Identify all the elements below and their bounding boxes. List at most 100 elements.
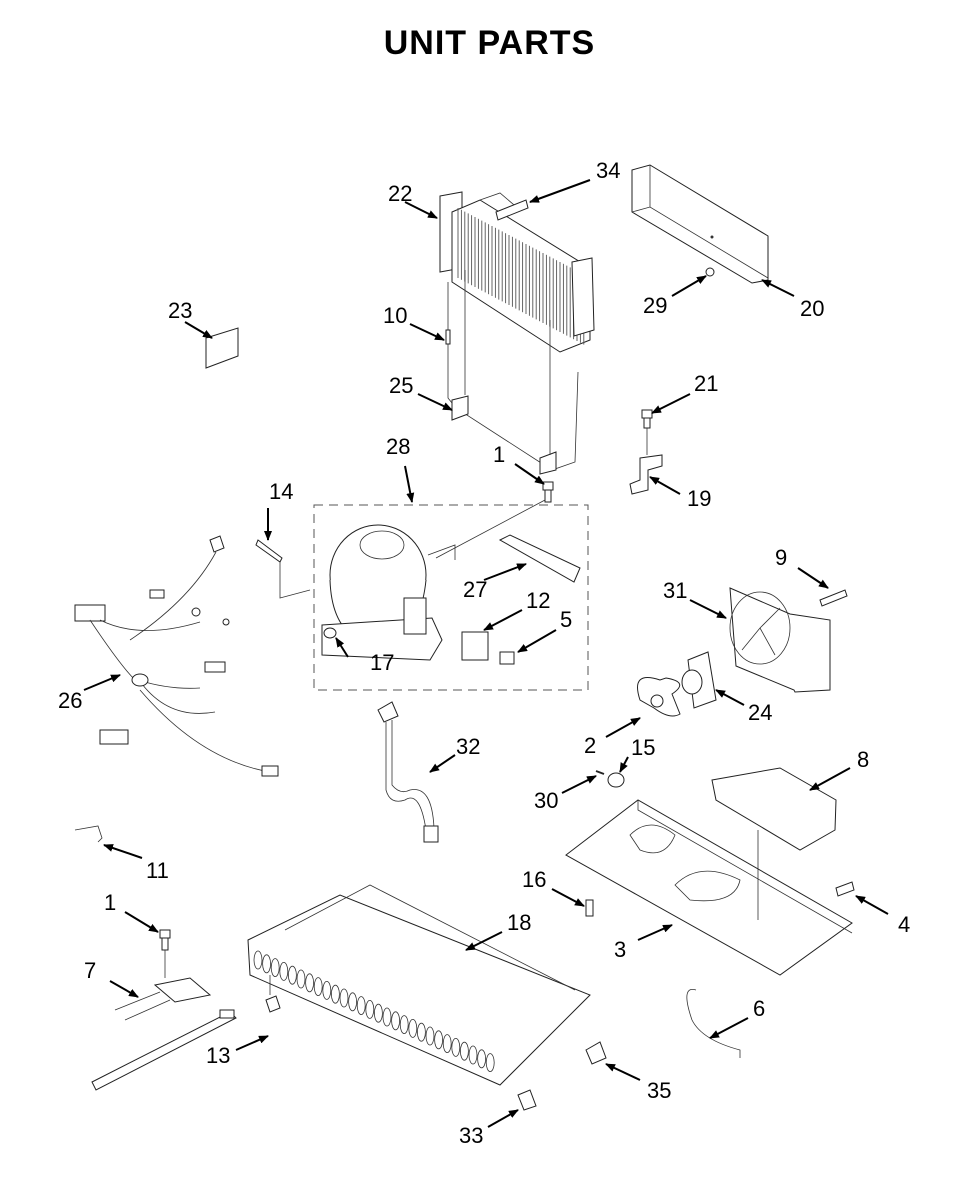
screw-part [542, 481, 554, 503]
callout-number: 15 [631, 735, 655, 760]
callout-22: 22 [388, 181, 438, 219]
callout-arrow [429, 754, 456, 773]
fan-blade-part [637, 677, 681, 717]
clamp-part [629, 409, 663, 495]
callout-arrow [761, 279, 795, 297]
callout-15: 15 [619, 735, 655, 773]
callout-13: 13 [206, 1035, 269, 1068]
callout-arrow [235, 1035, 269, 1051]
tube-part [447, 282, 579, 471]
grommet-part [607, 772, 625, 788]
callout-arrow [103, 844, 143, 859]
callout-arrow [637, 924, 673, 941]
callout-number: 1 [104, 890, 116, 915]
callout-18: 18 [465, 910, 531, 951]
screw-part [585, 899, 594, 917]
callout-33: 33 [459, 1109, 519, 1148]
callout-number: 34 [596, 158, 620, 183]
callout-arrow [651, 393, 691, 414]
callout-number: 1 [493, 442, 505, 467]
callout-arrow [465, 931, 503, 951]
callout-arrow [619, 756, 629, 773]
callout-arrow [715, 689, 745, 706]
clip-part [265, 995, 281, 1013]
drain-tube-part [377, 701, 439, 843]
callout-number: 8 [857, 747, 869, 772]
callout-17: 17 [335, 637, 394, 675]
cap-part [499, 651, 515, 665]
callout-number: 16 [522, 867, 546, 892]
callout-arrow [184, 321, 213, 339]
callout-arrow [689, 599, 727, 619]
drier-part [498, 534, 581, 583]
callout-number: 24 [748, 700, 772, 725]
callout-arrow [551, 888, 585, 907]
callout-number: 33 [459, 1123, 483, 1148]
evaporator-part [247, 884, 591, 1086]
callout-arrow [514, 463, 545, 485]
callout-34: 34 [529, 158, 620, 203]
callout-23: 23 [168, 298, 213, 339]
sleeve-part [517, 1089, 537, 1111]
callout-number: 26 [58, 688, 82, 713]
callout-number: 30 [534, 788, 558, 813]
callout-19: 19 [649, 476, 711, 511]
screw-part [159, 929, 171, 978]
callout-31: 31 [663, 578, 727, 619]
plate-part [205, 327, 239, 369]
cover-part [631, 164, 769, 284]
callout-number: 5 [560, 607, 572, 632]
callout-arrow [671, 275, 707, 297]
callout-29: 29 [643, 275, 707, 318]
condenser-pad-part [495, 199, 529, 221]
callout-arrow [605, 1063, 641, 1081]
callout-10: 10 [383, 303, 445, 341]
wire-part [74, 825, 103, 843]
callout-number: 6 [753, 996, 765, 1021]
callout-2: 2 [584, 717, 641, 758]
fan-motor-part [681, 651, 717, 709]
callout-1: 1 [493, 442, 545, 485]
strap-part [255, 539, 283, 563]
callout-30: 30 [534, 775, 597, 813]
callout-arrow [83, 674, 121, 691]
callout-number: 2 [584, 733, 596, 758]
callout-9: 9 [775, 545, 829, 589]
callout-number: 25 [389, 373, 413, 398]
nut-part [705, 267, 715, 277]
callout-arrow [709, 1017, 749, 1039]
callout-number: 31 [663, 578, 687, 603]
callout-number: 3 [614, 937, 626, 962]
callout-number: 18 [507, 910, 531, 935]
base-plate-part [565, 799, 853, 976]
callout-arrow [529, 179, 591, 203]
callout-number: 4 [898, 912, 910, 937]
wire-harness-part [74, 535, 279, 777]
callout-14: 14 [264, 479, 293, 541]
callout-number: 35 [647, 1078, 671, 1103]
heater-part [91, 977, 237, 1091]
callout-20: 20 [761, 279, 824, 321]
tray-part [711, 767, 837, 851]
callout-number: 28 [386, 434, 410, 459]
callout-5: 5 [517, 607, 572, 653]
callout-arrow [809, 767, 851, 791]
callout-25: 25 [389, 373, 453, 411]
callout-16: 16 [522, 867, 585, 907]
callout-arrow [483, 609, 523, 631]
clip-part [585, 1041, 607, 1065]
callout-arrow [417, 393, 453, 411]
callout-arrow [404, 201, 438, 219]
callout-3: 3 [614, 924, 673, 962]
compressor-part [321, 524, 456, 661]
callout-arrow [124, 911, 159, 933]
callout-8: 8 [809, 747, 869, 791]
callout-4: 4 [855, 895, 910, 937]
callout-1: 1 [104, 890, 159, 933]
callout-number: 29 [643, 293, 667, 318]
callout-12: 12 [483, 588, 550, 631]
callout-arrow [605, 717, 641, 738]
callout-number: 27 [463, 577, 487, 602]
callout-arrow [797, 567, 829, 589]
